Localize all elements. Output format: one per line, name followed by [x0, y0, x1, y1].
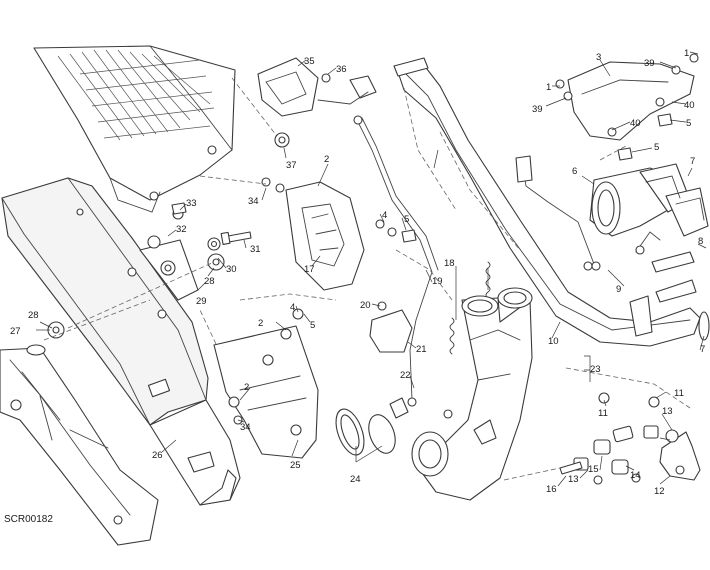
callout-30: 30: [226, 264, 237, 275]
callout-27: 27: [10, 326, 21, 337]
callout-23: 23: [590, 364, 601, 375]
callout-labels: 1 1 2 2 2 3 4 4 5 5 5 5 6 7 7 8 9 10 11 …: [10, 48, 705, 497]
callout-8: 8: [698, 236, 703, 247]
callout-24: 24: [350, 474, 361, 485]
callout-22: 22: [400, 370, 411, 381]
exhaust-manifold-10: [393, 57, 710, 347]
callout-16: 16: [546, 484, 557, 495]
callout-12: 12: [654, 486, 665, 497]
bracket-12: [659, 429, 701, 481]
callout-5: 5: [686, 118, 691, 129]
callout-18: 18: [444, 258, 455, 269]
callout-5: 5: [310, 320, 315, 331]
callout-28: 28: [28, 310, 39, 321]
callout-37: 37: [286, 160, 297, 171]
callout-15: 15: [588, 464, 599, 475]
callout-40: 40: [684, 100, 695, 111]
callout-31: 31: [250, 244, 261, 255]
callout-39: 39: [532, 104, 543, 115]
washer-27-28-left: [26, 321, 65, 356]
callout-28: 28: [204, 276, 215, 287]
leader-lines: [36, 51, 707, 487]
callout-2: 2: [324, 154, 329, 165]
callout-20: 20: [360, 300, 371, 311]
silencer-bracket-29: [139, 202, 199, 301]
callout-3: 3: [596, 52, 601, 63]
heat-shield-17: [261, 177, 365, 291]
callout-4: 4: [290, 302, 295, 313]
callout-14: 14: [630, 470, 641, 481]
callout-39: 39: [644, 58, 655, 69]
callout-40: 40: [630, 118, 641, 129]
callout-13: 13: [568, 474, 579, 485]
valve-cover-21: [369, 301, 413, 353]
heat-shield-fasteners: [228, 308, 304, 425]
washer-28: [207, 253, 225, 271]
lower-frame-section: [0, 347, 159, 546]
callout-35: 35: [304, 56, 315, 67]
callout-11: 11: [598, 408, 608, 419]
callout-26: 26: [152, 450, 163, 461]
rear-frame-section: [33, 45, 281, 213]
clamps-24: [335, 397, 409, 456]
callout-19: 19: [432, 276, 443, 287]
callout-5: 5: [654, 142, 659, 153]
callout-4: 4: [382, 210, 387, 221]
silencer-26: [1, 177, 241, 506]
heat-shield-3: [555, 53, 699, 161]
callout-21: 21: [416, 344, 427, 355]
callout-1: 1: [684, 48, 689, 59]
callout-10: 10: [548, 336, 559, 347]
callout-17: 17: [304, 264, 315, 275]
gaskets-8: [651, 251, 697, 303]
callout-13: 13: [662, 406, 673, 417]
callout-7: 7: [690, 156, 695, 167]
callout-34: 34: [248, 196, 259, 207]
bush-30: [207, 237, 221, 251]
callout-9: 9: [616, 284, 621, 295]
assembly-guide-lines: [43, 87, 691, 481]
callout-32: 32: [176, 224, 187, 235]
callout-7: 7: [700, 344, 705, 355]
callout-2: 2: [258, 318, 263, 329]
actuator-bracket-35: [257, 57, 377, 148]
callout-29: 29: [196, 296, 207, 307]
y-pipe-collector: [411, 287, 533, 501]
callout-2: 2: [244, 382, 249, 393]
exhaust-pipe-6: [589, 163, 709, 237]
cables-19-21: [353, 115, 439, 407]
callout-25: 25: [290, 460, 301, 471]
callout-6: 6: [572, 166, 577, 177]
heat-shield-25: [213, 325, 319, 459]
callout-5: 5: [404, 214, 409, 225]
callout-1: 1: [546, 82, 551, 93]
bolt-31: [220, 231, 252, 245]
rubber-mounts-13-14-15: [559, 392, 660, 485]
callout-34: 34: [240, 422, 251, 433]
callout-36: 36: [336, 64, 347, 75]
diagram-code: SCR00182: [4, 514, 53, 525]
lambda-sensors-9: [515, 155, 661, 337]
callout-33: 33: [186, 198, 197, 209]
callout-11: 11: [674, 388, 684, 399]
